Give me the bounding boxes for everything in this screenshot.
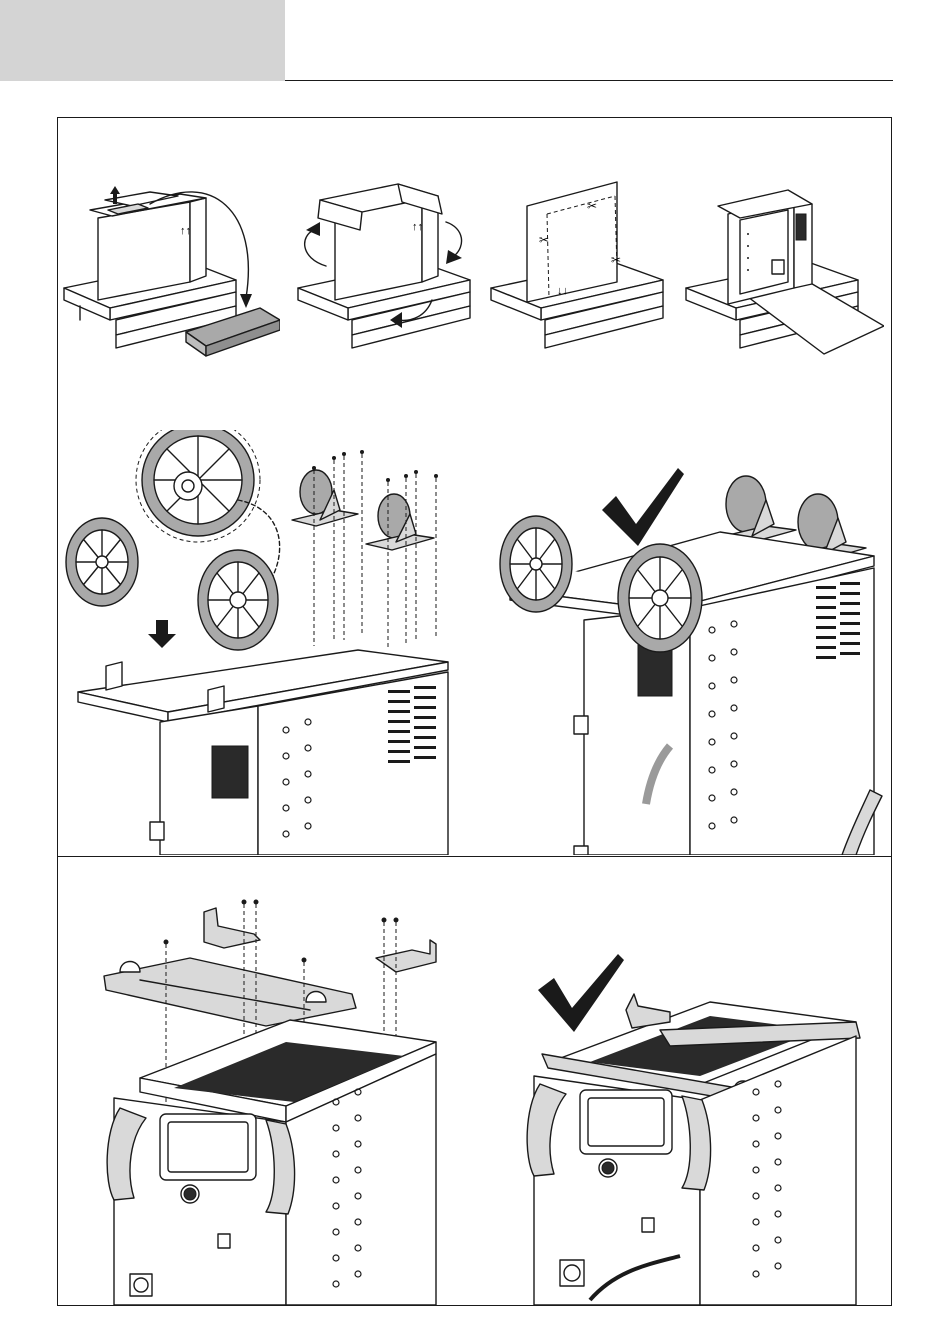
wheel-axle-mount-icon <box>58 430 458 855</box>
unpack-ramp-figure <box>684 170 884 360</box>
svg-text:↑↑: ↑↑ <box>412 221 423 233</box>
box-rotate-icon: ↑↑ <box>290 170 480 360</box>
check-icon <box>538 954 624 1032</box>
box-cut-icon: ✂ ✂ ✂ ↓↓ <box>487 170 677 360</box>
header-tab <box>0 0 285 81</box>
svg-text:✂: ✂ <box>587 199 597 213</box>
handle-mounting-figure <box>100 892 450 1305</box>
unpack-lift-lid-figure: ↑↑ <box>60 170 280 360</box>
header-rule <box>285 80 893 81</box>
svg-text:↓↓: ↓↓ <box>557 285 568 297</box>
check-icon <box>602 468 684 546</box>
unpack-rotate-box-figure: ↑↑ <box>290 170 480 360</box>
unpack-cut-box-figure: ✂ ✂ ✂ ↓↓ <box>487 170 677 360</box>
handle-mounted-figure <box>520 950 886 1305</box>
ramp-unload-icon <box>684 170 884 360</box>
wheels-mounted-check-icon <box>490 460 886 855</box>
svg-text:✂: ✂ <box>611 253 621 267</box>
wheels-mounted-figure <box>490 460 886 855</box>
svg-text:✂: ✂ <box>539 233 549 247</box>
handle-bar-mount-icon <box>100 892 450 1305</box>
frame-divider <box>57 856 892 857</box>
wheels-mounting-figure <box>58 430 458 855</box>
svg-text:↑↑: ↑↑ <box>180 225 191 237</box>
box-lift-lid-icon: ↑↑ <box>60 170 280 360</box>
handle-mounted-check-icon <box>520 950 886 1305</box>
